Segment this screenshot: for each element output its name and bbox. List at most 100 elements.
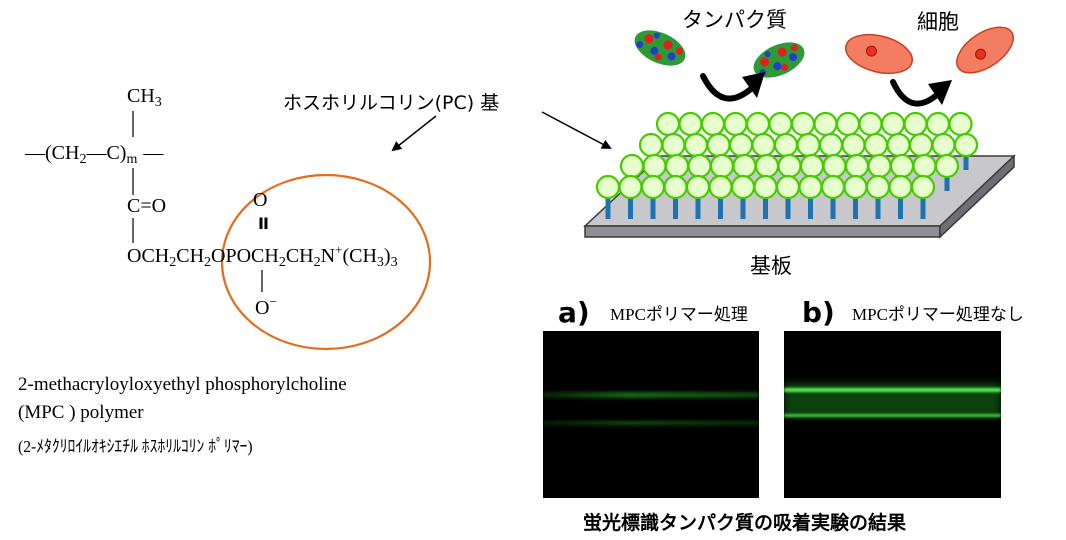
pc-group-sphere [910, 134, 932, 156]
polymer-name-line2: (MPC ) polymer [18, 402, 144, 424]
brush-stalk [763, 197, 768, 219]
pc-group-sphere [800, 176, 822, 198]
panel-b-caption: MPCポリマー処理なし [852, 300, 1024, 325]
cell-label: 細胞 [917, 6, 959, 36]
pc-group-sphere [687, 176, 709, 198]
brush-stalk [786, 197, 791, 219]
pc-group-sphere [642, 176, 664, 198]
brush-stalk [876, 197, 881, 219]
pc-group-sphere [734, 155, 756, 177]
pc-group-sphere [882, 113, 904, 135]
pc-group-sphere [927, 113, 949, 135]
pc-group-sphere [663, 134, 685, 156]
pc-group-sphere [845, 176, 867, 198]
brush-stalk [651, 197, 656, 219]
structure-phosphate-o-top: O [253, 189, 267, 212]
pc-group-sphere [837, 113, 859, 135]
brush-stalk [718, 197, 723, 219]
brush-stalk [853, 197, 858, 219]
pc-group-sphere [689, 155, 711, 177]
pc-group-sphere [665, 176, 687, 198]
pc-group-sphere [621, 155, 643, 177]
pc-group-sphere [685, 134, 707, 156]
structure-ch3: CH3 [127, 85, 162, 108]
pc-group-sphere [869, 155, 891, 177]
pc-group-sphere [644, 155, 666, 177]
pc-group-sphere [730, 134, 752, 156]
pc-group-sphere [620, 176, 642, 198]
pc-group-sphere [905, 113, 927, 135]
pc-group-sphere [912, 176, 934, 198]
structure-phosphate-double-bond: II [258, 214, 268, 233]
pc-group-sphere [933, 134, 955, 156]
cell-left [842, 28, 917, 79]
pc-group-sphere [753, 134, 775, 156]
pc-group-sphere [955, 134, 977, 156]
structure-side-chain: OCH2CH2OPOCH2CH2N+(CH3)3 [127, 245, 398, 268]
pc-group-sphere [732, 176, 754, 198]
brush-stalk [808, 197, 813, 219]
pc-arrow-right [542, 112, 610, 148]
brush-stalk [741, 197, 746, 219]
pc-group-sphere [822, 176, 844, 198]
pc-group-sphere [747, 113, 769, 135]
brush-stalk [696, 197, 701, 219]
pc-group-sphere [666, 155, 688, 177]
pc-group-sphere [914, 155, 936, 177]
pc-group-sphere [815, 113, 837, 135]
micrograph-b-edge-upper [784, 388, 1001, 392]
panel-b-letter: b) [802, 296, 835, 329]
pc-group-sphere [867, 176, 889, 198]
panel-a-letter: a) [558, 296, 590, 329]
pc-arrow-left [393, 116, 436, 150]
pc-group-sphere [950, 113, 972, 135]
pc-group-sphere [888, 134, 910, 156]
result-title: 蛍光標識タンパク質の吸着実験の結果 [583, 508, 906, 535]
pc-group-sphere [777, 176, 799, 198]
polymer-name-japanese: (2-ﾒﾀｸﾘﾛｲﾙｵｷｼｴﾁﾙ ﾎｽﾎﾘﾙｺﾘﾝ ﾎﾟﾘﾏｰ) [18, 432, 253, 457]
polymer-name-line1: 2-methacryloyloxyethyl phosphorylcholine [18, 374, 347, 396]
structure-backbone: —(CH2—C)m— [25, 142, 163, 165]
pc-group-sphere [820, 134, 842, 156]
pc-group-sphere [710, 176, 732, 198]
brush-stalk [921, 197, 926, 219]
pc-group-sphere [846, 155, 868, 177]
brush-stalk [964, 155, 969, 170]
pc-group-sphere [891, 155, 913, 177]
brush-stalk [945, 176, 950, 191]
structure-carbonyl: C=O [127, 195, 166, 218]
panel-a-caption: MPCポリマー処理 [610, 300, 748, 325]
pc-group-sphere [860, 113, 882, 135]
pc-group-sphere [798, 134, 820, 156]
pc-group-sphere [708, 134, 730, 156]
pc-group-sphere [711, 155, 733, 177]
micrograph-a-band [543, 392, 759, 398]
pc-group-sphere [756, 155, 778, 177]
structure-phosphate-o-bottom: O− [255, 297, 277, 320]
substrate-label: 基板 [750, 250, 792, 280]
micrograph-a [543, 331, 759, 498]
pc-group-sphere [824, 155, 846, 177]
pc-group-sphere [770, 113, 792, 135]
pc-group-sphere [702, 113, 724, 135]
pc-group-sphere [801, 155, 823, 177]
pc-group-sphere [775, 134, 797, 156]
brush-stalk [606, 197, 611, 219]
pc-group-sphere [657, 113, 679, 135]
pc-group-sphere [843, 134, 865, 156]
brush-stalk [673, 197, 678, 219]
pc-group-sphere [865, 134, 887, 156]
pc-group-sphere [779, 155, 801, 177]
pc-group-sphere [890, 176, 912, 198]
micrograph-b-edge-lower [784, 414, 1001, 417]
brush-stalk [898, 197, 903, 219]
protein-label: タンパク質 [682, 4, 787, 34]
pc-group-sphere [725, 113, 747, 135]
brush-stalk [831, 197, 836, 219]
pc-group-sphere [755, 176, 777, 198]
pc-group-sphere [680, 113, 702, 135]
cell-right [949, 18, 1021, 82]
brush-stalk [628, 197, 633, 219]
pc-group-sphere [597, 176, 619, 198]
